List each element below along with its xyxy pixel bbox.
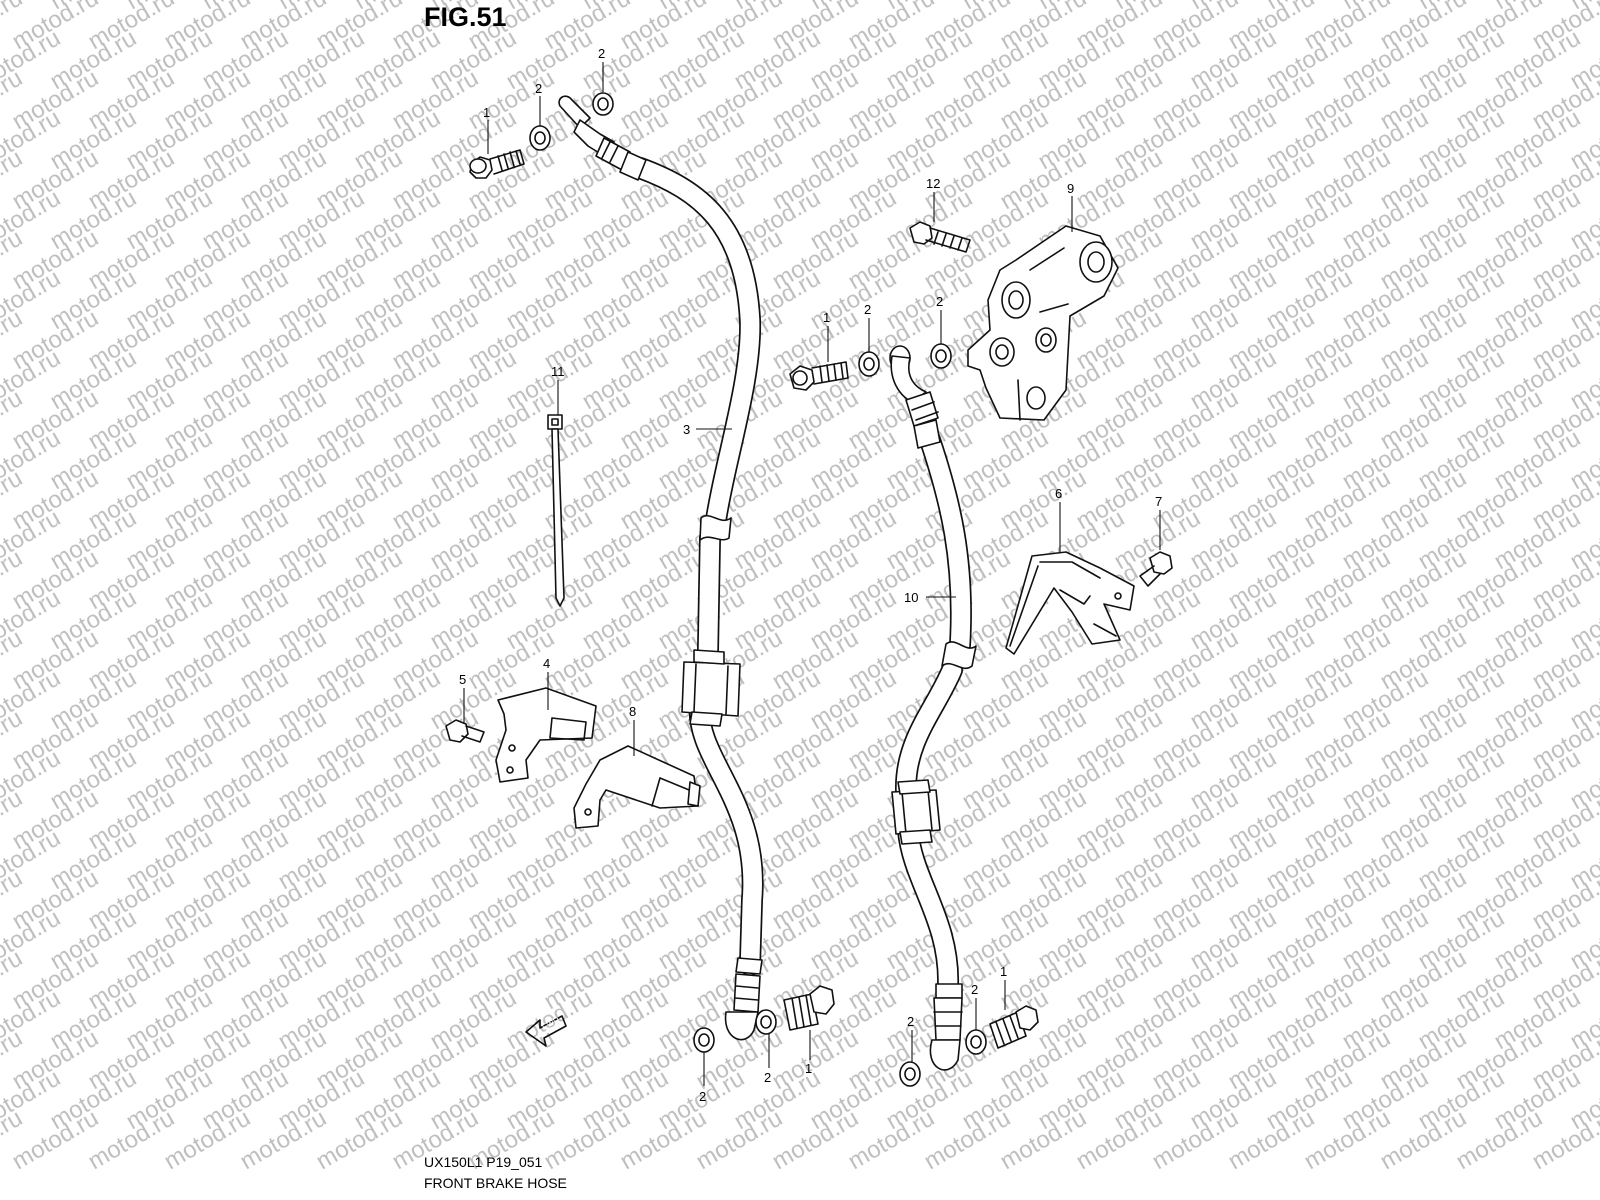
callout-label: 11: [551, 364, 565, 379]
three-way-joint: [967, 225, 1119, 421]
callout-label: 2: [699, 1089, 706, 1104]
drawing-code: UX150L1 P19_051: [424, 1154, 543, 1170]
cable-tie: [547, 414, 565, 607]
leader-lines: [463, 62, 1161, 1086]
washer-lower-left-1: [693, 1027, 715, 1053]
bracket-4: [495, 687, 597, 783]
callout-labels: 1 2 2 3 11 4 5 8 2 2 1 12 9 1 2 2 6 7 10…: [459, 46, 1162, 1104]
washer-middle-2: [930, 343, 952, 369]
washer-lower-left-2: [755, 1009, 777, 1035]
banjo-bolt-lower-left: [783, 985, 835, 1031]
bolt-7: [1139, 551, 1173, 587]
washer-middle-1: [858, 351, 880, 377]
callout-label: 7: [1155, 494, 1162, 509]
banjo-bolt-middle: [789, 361, 849, 391]
bracket-8: [573, 745, 701, 829]
washer-lower-right-1: [899, 1061, 921, 1087]
callout-label: 2: [936, 294, 943, 309]
callout-label: 2: [535, 81, 542, 96]
callout-label: 8: [629, 704, 636, 719]
washer-upper-left-2: [592, 92, 614, 116]
callout-label: 1: [1000, 964, 1007, 979]
callout-label: 2: [598, 46, 605, 61]
callout-label: 1: [483, 105, 490, 120]
callout-label: 1: [805, 1061, 812, 1076]
callout-label: 4: [543, 656, 550, 671]
bolt-12: [909, 221, 971, 253]
callout-label: 1: [823, 310, 830, 325]
figure-number: FIG.51: [424, 2, 507, 32]
callout-label: 9: [1067, 181, 1074, 196]
callout-label: 2: [864, 302, 871, 317]
callout-label: 2: [907, 1014, 914, 1029]
brake-hose-left: [558, 95, 764, 1041]
callout-label: 3: [683, 422, 690, 437]
callout-label: 6: [1055, 486, 1062, 501]
banjo-bolt-lower-right: [989, 1005, 1039, 1049]
callout-label: 5: [459, 672, 466, 687]
callout-label: 10: [904, 590, 918, 605]
bracket-6: [1005, 551, 1135, 655]
callout-label: 2: [764, 1070, 771, 1085]
sheet-title: FRONT BRAKE HOSE: [424, 1175, 567, 1191]
bolt-5: [445, 719, 485, 743]
washer-lower-right-2: [965, 1029, 987, 1055]
washer-upper-left-1: [529, 125, 551, 151]
callout-label: 12: [926, 176, 940, 191]
fwd-arrow-icon: FWD: [525, 1015, 567, 1047]
brake-hose-right: [889, 345, 977, 1071]
callout-label: 2: [971, 982, 978, 997]
fwd-arrow-label: FWD: [541, 1015, 561, 1032]
banjo-bolt-upper-left: [469, 149, 525, 179]
